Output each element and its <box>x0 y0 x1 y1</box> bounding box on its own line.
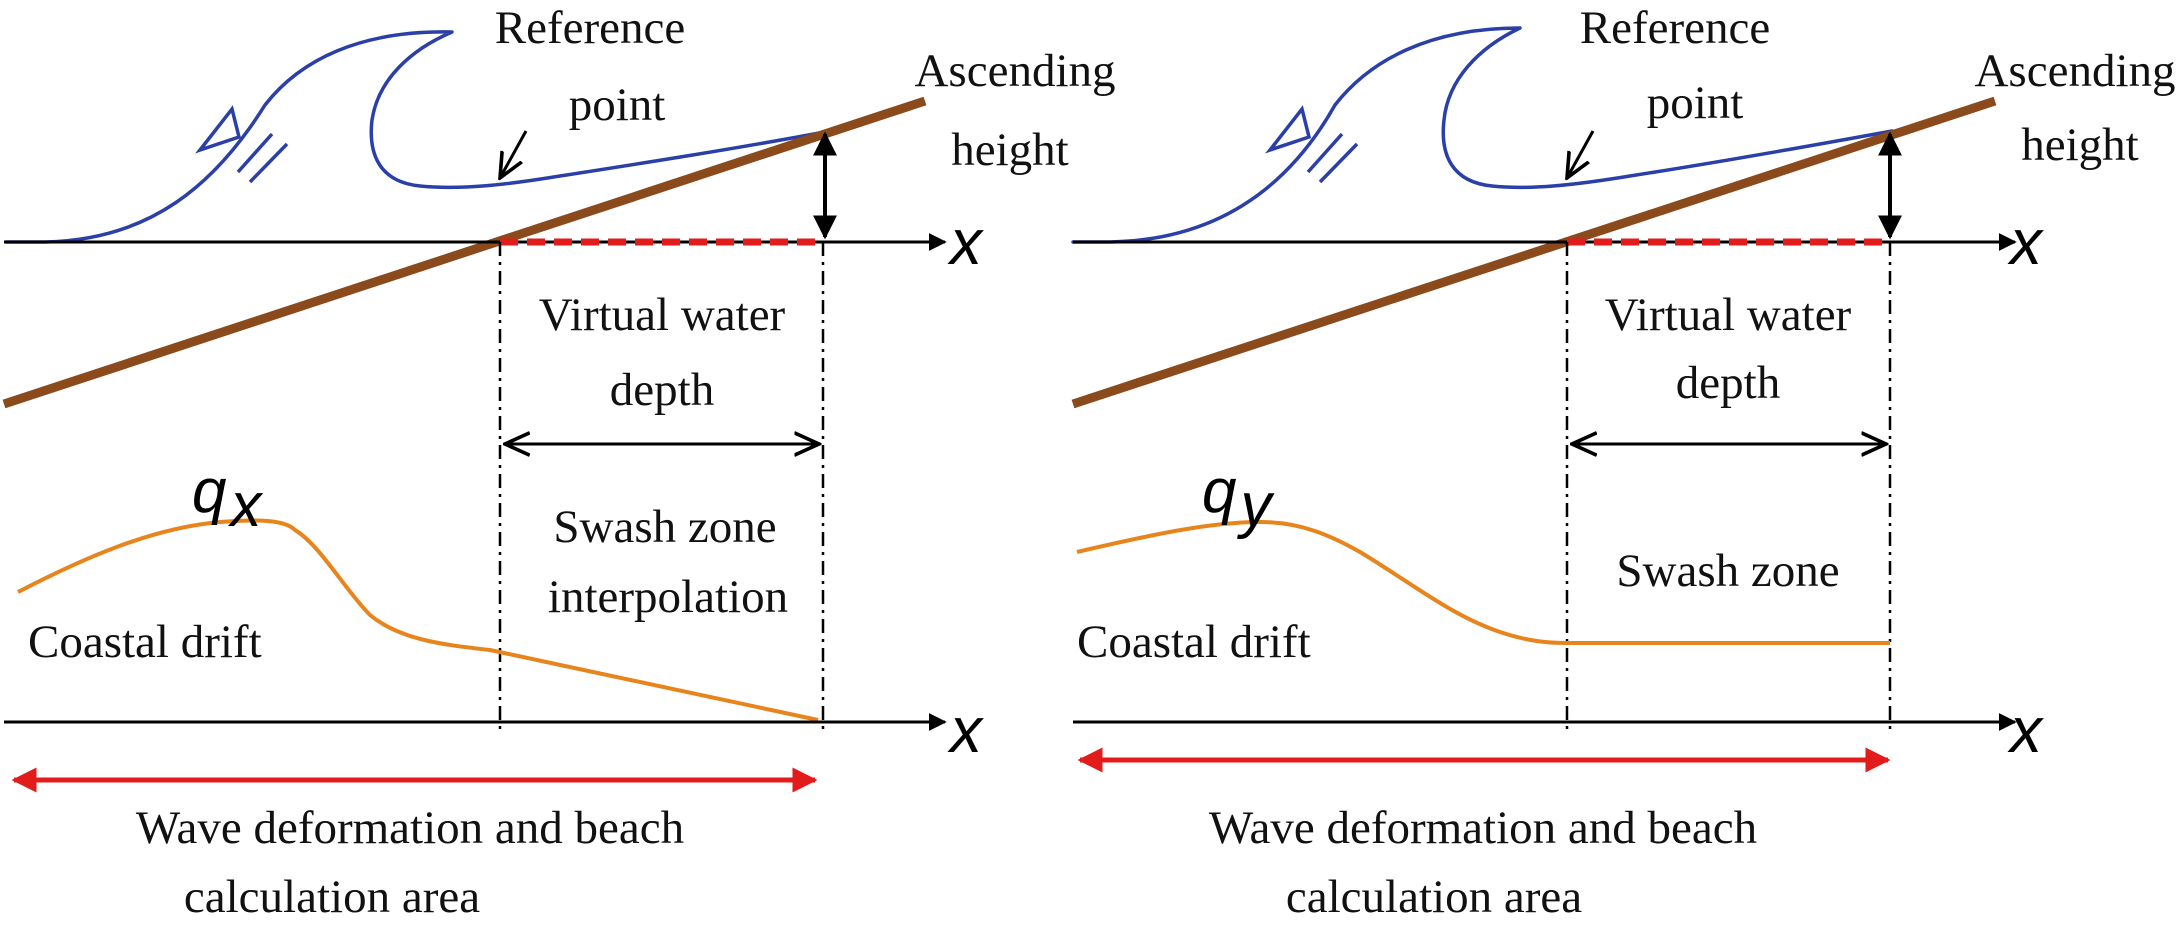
ascending-height-label: Ascending <box>1974 45 2175 97</box>
reference-point-label: Reference <box>495 2 685 54</box>
beach-slope-line <box>1071 96 1997 409</box>
axis-label-bottom-x: x <box>2007 694 2044 766</box>
coastal-drift-label: Coastal drift <box>28 616 262 668</box>
virtual-water-depth-label: depth <box>1676 357 1780 409</box>
drift-quantity-label: qy <box>1202 457 1275 540</box>
wave-hatch-line <box>1306 132 1344 174</box>
coastal-drift-label: Coastal drift <box>1077 616 1311 668</box>
calculation-area-label: calculation area <box>1286 871 1582 923</box>
ascending-height-label: height <box>2021 119 2138 171</box>
reference-point-arrow <box>500 130 528 178</box>
reference-point-label: Reference <box>1580 2 1770 54</box>
reference-point-label: point <box>1647 77 1744 129</box>
calculation-area-label: Wave deformation and beach <box>136 802 684 854</box>
reference-point-arrow <box>1567 130 1595 178</box>
axis-label-bottom-x: x <box>947 694 984 766</box>
drift-quantity-label: qx <box>192 457 263 540</box>
calculation-area-label: Wave deformation and beach <box>1209 802 1757 854</box>
wave-hatch-line <box>248 142 289 184</box>
swash-zone-label: Swash zone <box>1616 545 1839 597</box>
virtual-water-depth-label: depth <box>610 364 714 416</box>
wave-hatch-line <box>236 132 274 174</box>
calculation-area-label: calculation area <box>184 871 480 923</box>
wave-direction-triangle <box>1265 105 1312 154</box>
beach-slope-line <box>2 96 927 409</box>
ascending-height-label: height <box>951 124 1068 176</box>
swash-zone-label: interpolation <box>548 571 788 623</box>
wave-hatch-line <box>1318 142 1359 184</box>
virtual-water-depth-label: Virtual water <box>539 289 786 341</box>
virtual-water-depth-label: Virtual water <box>1605 289 1852 341</box>
panel-cross-shore-drift: x x Reference point Ascending height Vir… <box>1071 2 2176 923</box>
wave-profile <box>4 30 832 244</box>
panel-longshore-drift: x x Reference point Ascending height Vir… <box>2 2 1116 923</box>
axis-label-top-x: x <box>2007 206 2044 278</box>
reference-point-label: point <box>569 79 666 131</box>
longshore-drift-curve <box>17 518 819 722</box>
axis-label-top-x: x <box>947 206 984 278</box>
wave-profile <box>1071 26 1894 244</box>
wave-direction-triangle <box>195 105 242 154</box>
cross-shore-drift-curve <box>1076 519 1890 645</box>
swash-zone-label: Swash zone <box>553 501 776 553</box>
ascending-height-label: Ascending <box>914 45 1115 97</box>
